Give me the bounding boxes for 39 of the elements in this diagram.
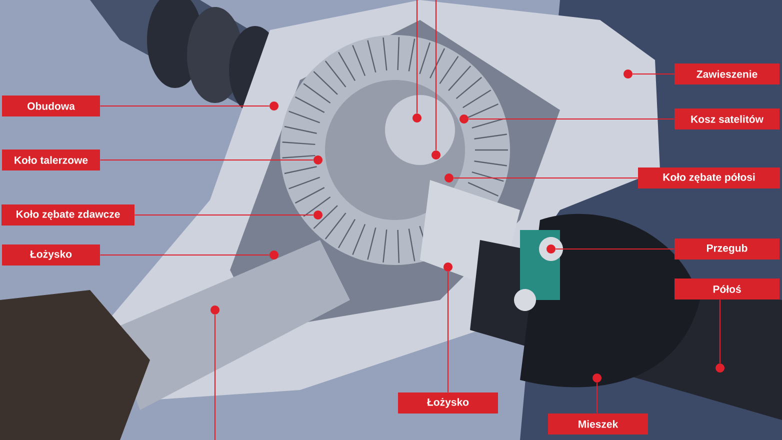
marker-dot [444,262,452,272]
leader-line [468,118,674,120]
label-box: Koło talerzowe [2,150,100,170]
label-box: Koło zębate półosi [638,168,780,188]
marker-dot [716,364,724,372]
leader-line [719,300,721,364]
leader-line [632,73,674,75]
leader-line [454,177,638,179]
leader-line [556,248,674,250]
marker-dot [270,102,278,110]
label-box: Mieszek [548,414,648,434]
label-box: Łożysko [2,244,100,266]
label-box: Kosz satelitów [674,108,780,130]
leader-line [100,254,270,256]
leader-line [447,272,449,392]
marker-dot [412,114,422,122]
leader-line [100,105,270,107]
marker-dot [314,156,322,164]
label-box: Obudowa [2,96,100,116]
label-box: Łożysko [398,392,498,414]
leader-line [416,0,418,114]
marker-dot [210,306,220,314]
label-box: Zawieszenie [674,64,780,84]
marker-dot [314,210,322,220]
leader-line [596,382,598,414]
marker-dot [270,250,278,260]
leader-line [214,314,216,440]
marker-dot [444,174,454,182]
label-box: Koło zębate zdawcze [2,204,134,226]
leader-line [435,0,437,150]
marker-dot [432,150,440,160]
label-box: Półoś [674,278,780,300]
leader-line [100,159,314,161]
marker-dot [546,244,556,254]
marker-dot [460,114,468,124]
leader-line [134,214,314,216]
marker-dot [592,374,602,382]
label-box: Przegub [674,238,780,260]
marker-dot [624,70,632,78]
